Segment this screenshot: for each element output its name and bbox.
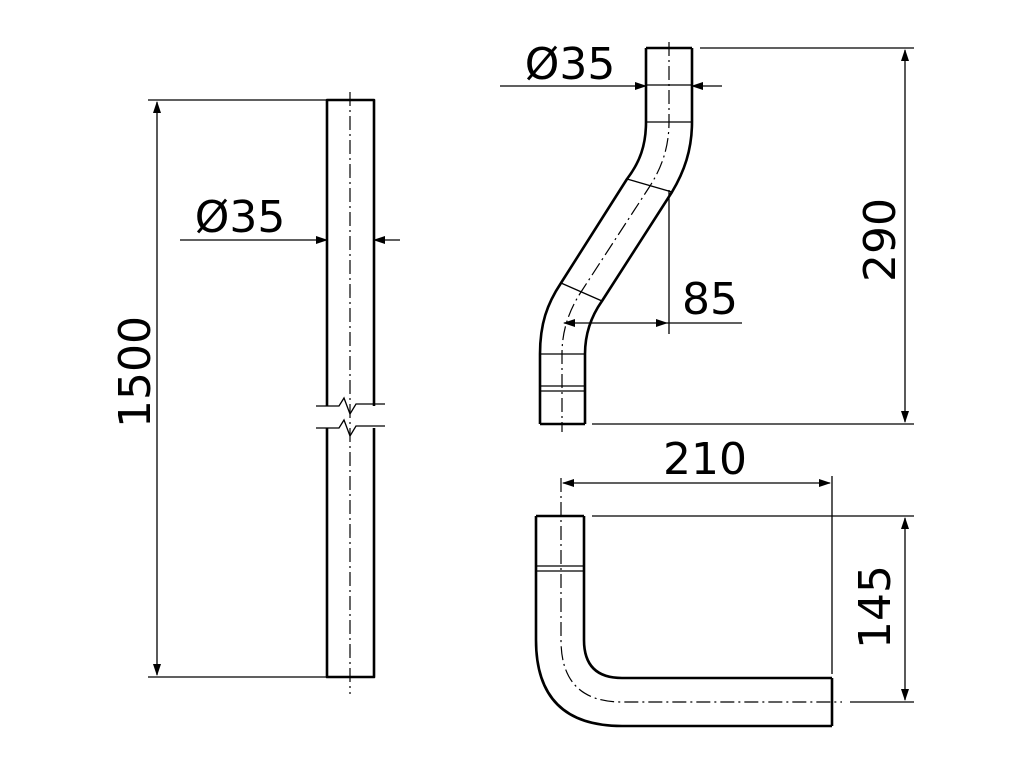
dimension-diameter-straight: Ø35 bbox=[180, 192, 400, 244]
s-bend-pipe-centerline bbox=[561, 42, 670, 432]
break-line-icon bbox=[316, 396, 385, 416]
elbow-pipe bbox=[534, 478, 842, 728]
dimension-290: 290 bbox=[592, 47, 914, 425]
dimension-label-1500: 1500 bbox=[110, 316, 161, 428]
break-line-icon bbox=[316, 418, 385, 438]
dimension-145: 145 bbox=[592, 515, 914, 703]
dimension-label-210: 210 bbox=[663, 434, 747, 485]
dimension-diameter-s-bend: Ø35 bbox=[500, 39, 722, 90]
dimension-label-diameter-straight: Ø35 bbox=[195, 192, 286, 243]
dimension-210: 210 bbox=[562, 434, 833, 674]
dimension-label-145: 145 bbox=[850, 565, 901, 649]
dimension-85: 85 bbox=[563, 190, 742, 334]
elbow-pipe-centerline bbox=[560, 478, 842, 703]
dimension-1500: 1500 bbox=[110, 99, 327, 678]
dimension-label-85: 85 bbox=[682, 274, 738, 325]
straight-pipe bbox=[316, 92, 385, 694]
s-bend-pipe bbox=[538, 42, 694, 432]
dimension-label-diameter-s-bend: Ø35 bbox=[525, 39, 616, 90]
dimension-label-290: 290 bbox=[855, 198, 906, 282]
